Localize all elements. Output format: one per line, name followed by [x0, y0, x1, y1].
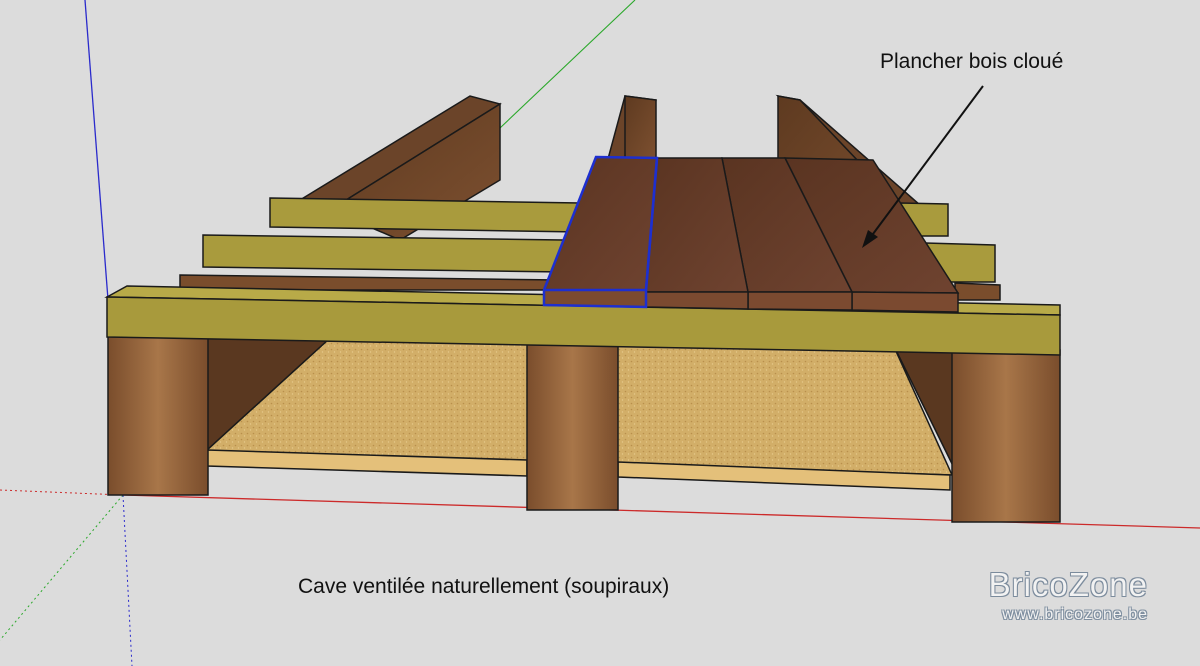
brand-name: BricoZone [989, 566, 1148, 604]
green-axis-dotted [0, 495, 123, 640]
red-axis-dotted [0, 490, 123, 495]
pillar-right [952, 350, 1060, 522]
pillar-center [527, 342, 618, 510]
brand-watermark: BricoZone www.bricozone.be [989, 566, 1148, 624]
planks [544, 157, 958, 312]
cellar-label: Cave ventilée naturellement (soupiraux) [298, 575, 669, 599]
brand-url: www.bricozone.be [989, 606, 1148, 624]
floor-label: Plancher bois cloué [880, 50, 1063, 74]
pillar-left [108, 335, 208, 495]
blue-axis-dotted [123, 495, 132, 666]
green-axis [500, 0, 635, 128]
